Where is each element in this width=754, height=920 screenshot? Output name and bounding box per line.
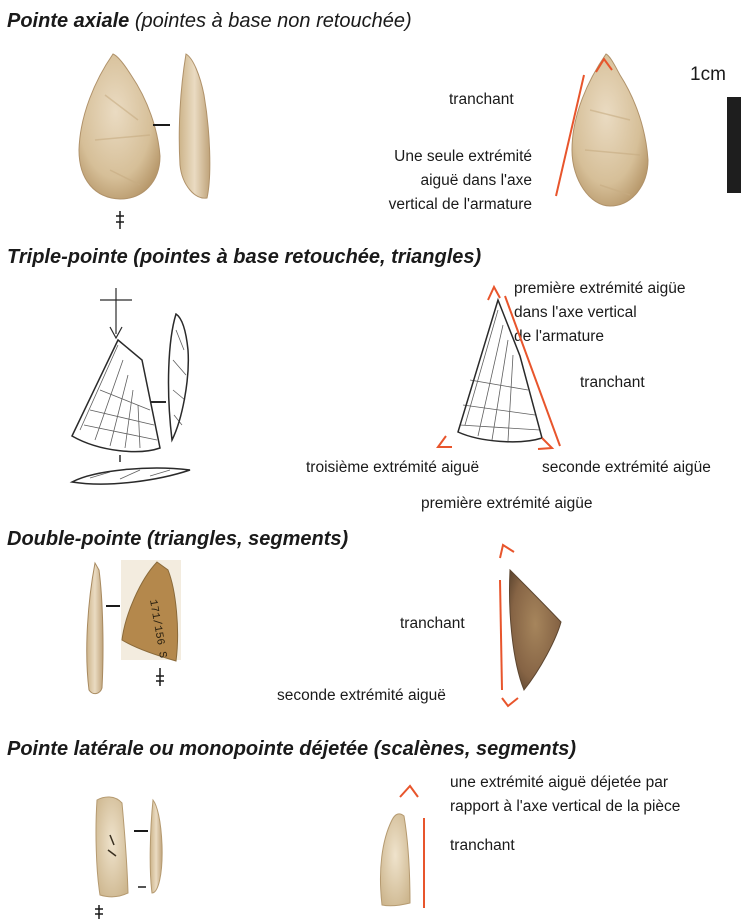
artifact-4-profile	[150, 800, 162, 893]
artifact-2-annotated	[458, 300, 542, 442]
double-dagger-icon	[116, 211, 124, 229]
artifact-4-annotated	[380, 814, 410, 906]
artifact-3-face: 171/156 S	[121, 560, 181, 661]
dotted-dagger-icon	[156, 668, 164, 686]
artifact-1-face	[79, 54, 160, 199]
artifact-3-profile	[87, 563, 103, 694]
artifact-1-profile	[179, 54, 210, 198]
artifact-4-face	[96, 797, 128, 897]
artifact-2-drawing	[72, 288, 190, 484]
double-dagger-icon	[95, 905, 103, 919]
artifact-3-annotated	[510, 570, 561, 690]
